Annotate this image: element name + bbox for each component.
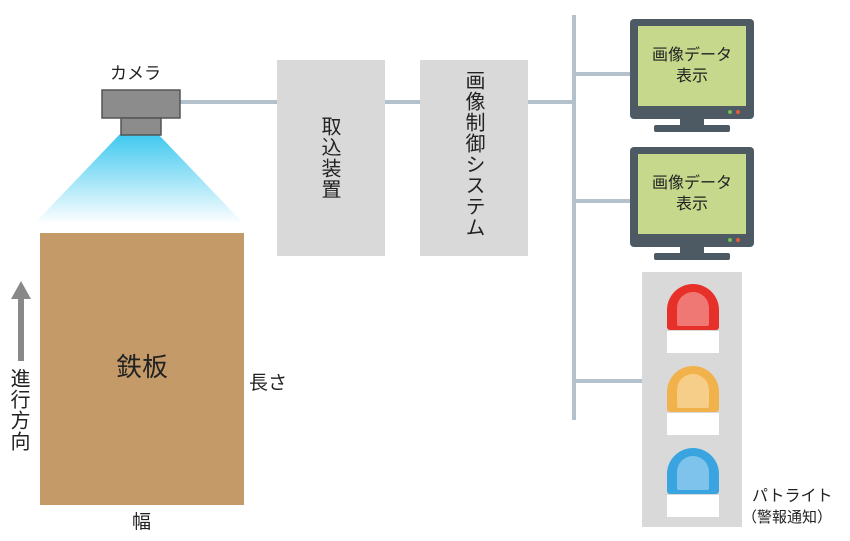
steel-plate: 鉄板 — [40, 233, 244, 505]
monitor-icon: 画像データ 表示 — [630, 147, 754, 263]
width-label: 幅 — [132, 511, 152, 533]
monitor-1-text-line1: 画像データ — [651, 45, 732, 64]
capture-device-label: 取込装置 — [318, 116, 342, 200]
connector-capture-control — [385, 100, 421, 104]
capture-device-box: 取込装置 — [277, 60, 385, 256]
bus-line — [572, 15, 576, 420]
patlite-icon — [642, 272, 742, 527]
monitor-2-text-line1: 画像データ — [651, 173, 732, 192]
patlite-sublabel: （警報通知） — [742, 508, 833, 526]
monitor-1-screen: 画像データ 表示 — [638, 26, 746, 106]
image-control-system-box: 画像制御システム — [420, 60, 528, 256]
patlite-label: パトライト — [752, 486, 833, 505]
connector-bus-patlite — [574, 379, 642, 383]
connector-camera-capture — [180, 100, 278, 104]
connector-control-bus — [528, 100, 574, 104]
lamp-yellow — [667, 366, 719, 436]
monitor-2-screen: 画像データ 表示 — [638, 154, 746, 234]
connector-bus-monitor2 — [574, 199, 630, 203]
monitor-1-text-line2: 表示 — [675, 66, 708, 85]
direction-label: 進行方向 — [7, 368, 31, 452]
length-label: 長さ — [249, 372, 288, 394]
lamp-blue — [667, 448, 719, 518]
camera-body — [101, 89, 181, 119]
monitor-icon: 画像データ 表示 — [630, 19, 754, 135]
connector-bus-monitor1 — [574, 72, 630, 76]
camera-label: カメラ — [110, 64, 161, 84]
camera-icon — [34, 89, 244, 224]
image-control-system-label: 画像制御システム — [462, 70, 486, 238]
up-arrow-icon — [11, 281, 31, 361]
camera-beam — [34, 134, 244, 224]
camera-lens — [120, 117, 162, 136]
lamp-red — [667, 284, 719, 354]
plate-label: 鉄板 — [115, 353, 168, 383]
monitor-2-text-line2: 表示 — [675, 194, 708, 213]
